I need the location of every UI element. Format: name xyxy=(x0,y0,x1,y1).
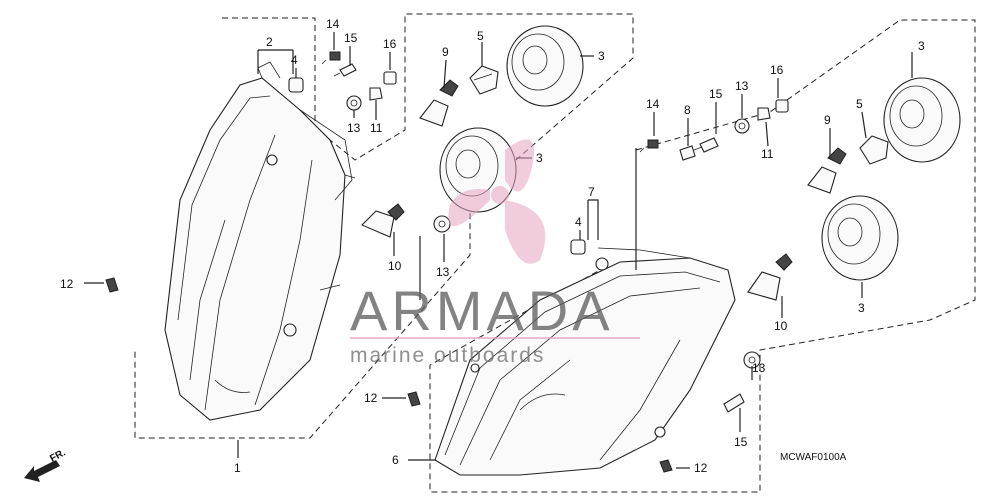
front-indicator-label: FR. xyxy=(48,447,68,464)
callout-15: 15 xyxy=(344,31,358,45)
callout-12: 12 xyxy=(60,277,74,291)
callout-8: 8 xyxy=(684,103,691,117)
group-boundary-right xyxy=(429,19,976,493)
callout-10: 10 xyxy=(388,259,402,273)
callout-3: 3 xyxy=(598,49,605,63)
bolt-8 xyxy=(679,145,696,161)
callout-13: 13 xyxy=(436,265,450,279)
screw-14-right xyxy=(639,139,659,153)
screw-14-left xyxy=(321,51,341,65)
callout-3: 3 xyxy=(858,301,865,315)
grommet-13-left xyxy=(346,95,362,111)
callout-5: 5 xyxy=(477,29,484,43)
callout-7: 7 xyxy=(588,185,595,199)
callout-3: 3 xyxy=(536,151,543,165)
bulb-10-left xyxy=(361,203,405,238)
socket-5-left xyxy=(469,65,499,95)
callout-4: 4 xyxy=(291,53,298,67)
callout-16: 16 xyxy=(383,37,397,51)
nut-16-right xyxy=(775,99,789,113)
callout-15: 15 xyxy=(709,87,723,101)
callout-15: 15 xyxy=(734,435,748,449)
callout-16: 16 xyxy=(770,63,784,77)
callout-13: 13 xyxy=(752,361,766,375)
watermark-brand: ARMADA xyxy=(350,279,614,342)
callout-13: 13 xyxy=(735,79,749,93)
clip-11-left xyxy=(369,87,383,101)
nut-16-left xyxy=(383,71,397,85)
callout-9: 9 xyxy=(824,113,831,127)
callout-6: 6 xyxy=(392,453,399,467)
bushing-4-left xyxy=(288,77,304,93)
leader-lines xyxy=(84,32,913,469)
right-headlight-housing xyxy=(434,247,736,476)
callout-1: 1 xyxy=(234,461,241,475)
callout-11: 11 xyxy=(761,147,774,161)
watermark-logo xyxy=(448,139,546,264)
socket-5-right xyxy=(859,135,889,165)
callout-2: 2 xyxy=(266,35,273,49)
callout-10: 10 xyxy=(774,319,788,333)
watermark-tagline: marine outboards xyxy=(350,344,545,367)
callout-4: 4 xyxy=(575,215,582,229)
callout-3: 3 xyxy=(918,39,925,53)
grommet-13-lower-left xyxy=(433,215,451,233)
bulb-10-right xyxy=(747,253,793,301)
clip-12-left xyxy=(105,277,119,293)
front-arrow-icon xyxy=(24,460,60,482)
callout-12: 12 xyxy=(694,461,708,475)
dust-cover-3-lower-right xyxy=(821,195,899,281)
diagram-code: MCWAF0100A xyxy=(780,452,847,463)
clip-12-right-mid xyxy=(407,391,421,407)
callout-13: 13 xyxy=(347,121,361,135)
bulb-9-left xyxy=(419,79,459,127)
dust-cover-3-upper-right xyxy=(883,77,961,163)
callout-5: 5 xyxy=(856,97,863,111)
bulb-9-right xyxy=(807,147,847,194)
bolt-15-right-upper xyxy=(693,137,719,153)
clip-11-right xyxy=(757,107,771,121)
callout-11: 11 xyxy=(370,121,383,135)
callout-labels: 1 2 4 14 15 16 13 11 9 5 3 3 10 13 12 14… xyxy=(60,17,925,475)
callout-14: 14 xyxy=(326,17,340,31)
callout-9: 9 xyxy=(442,45,449,59)
bolt-15-left xyxy=(333,63,357,77)
left-headlight-housing xyxy=(164,61,356,421)
bolt-15-right-lower xyxy=(723,393,745,413)
bushing-4-right xyxy=(570,239,586,255)
dust-cover-3-upper-left xyxy=(506,25,584,107)
clip-12-right-low xyxy=(659,459,673,473)
callout-12: 12 xyxy=(364,391,378,405)
callout-14: 14 xyxy=(646,97,660,111)
grommet-13-right-upper xyxy=(734,118,750,134)
